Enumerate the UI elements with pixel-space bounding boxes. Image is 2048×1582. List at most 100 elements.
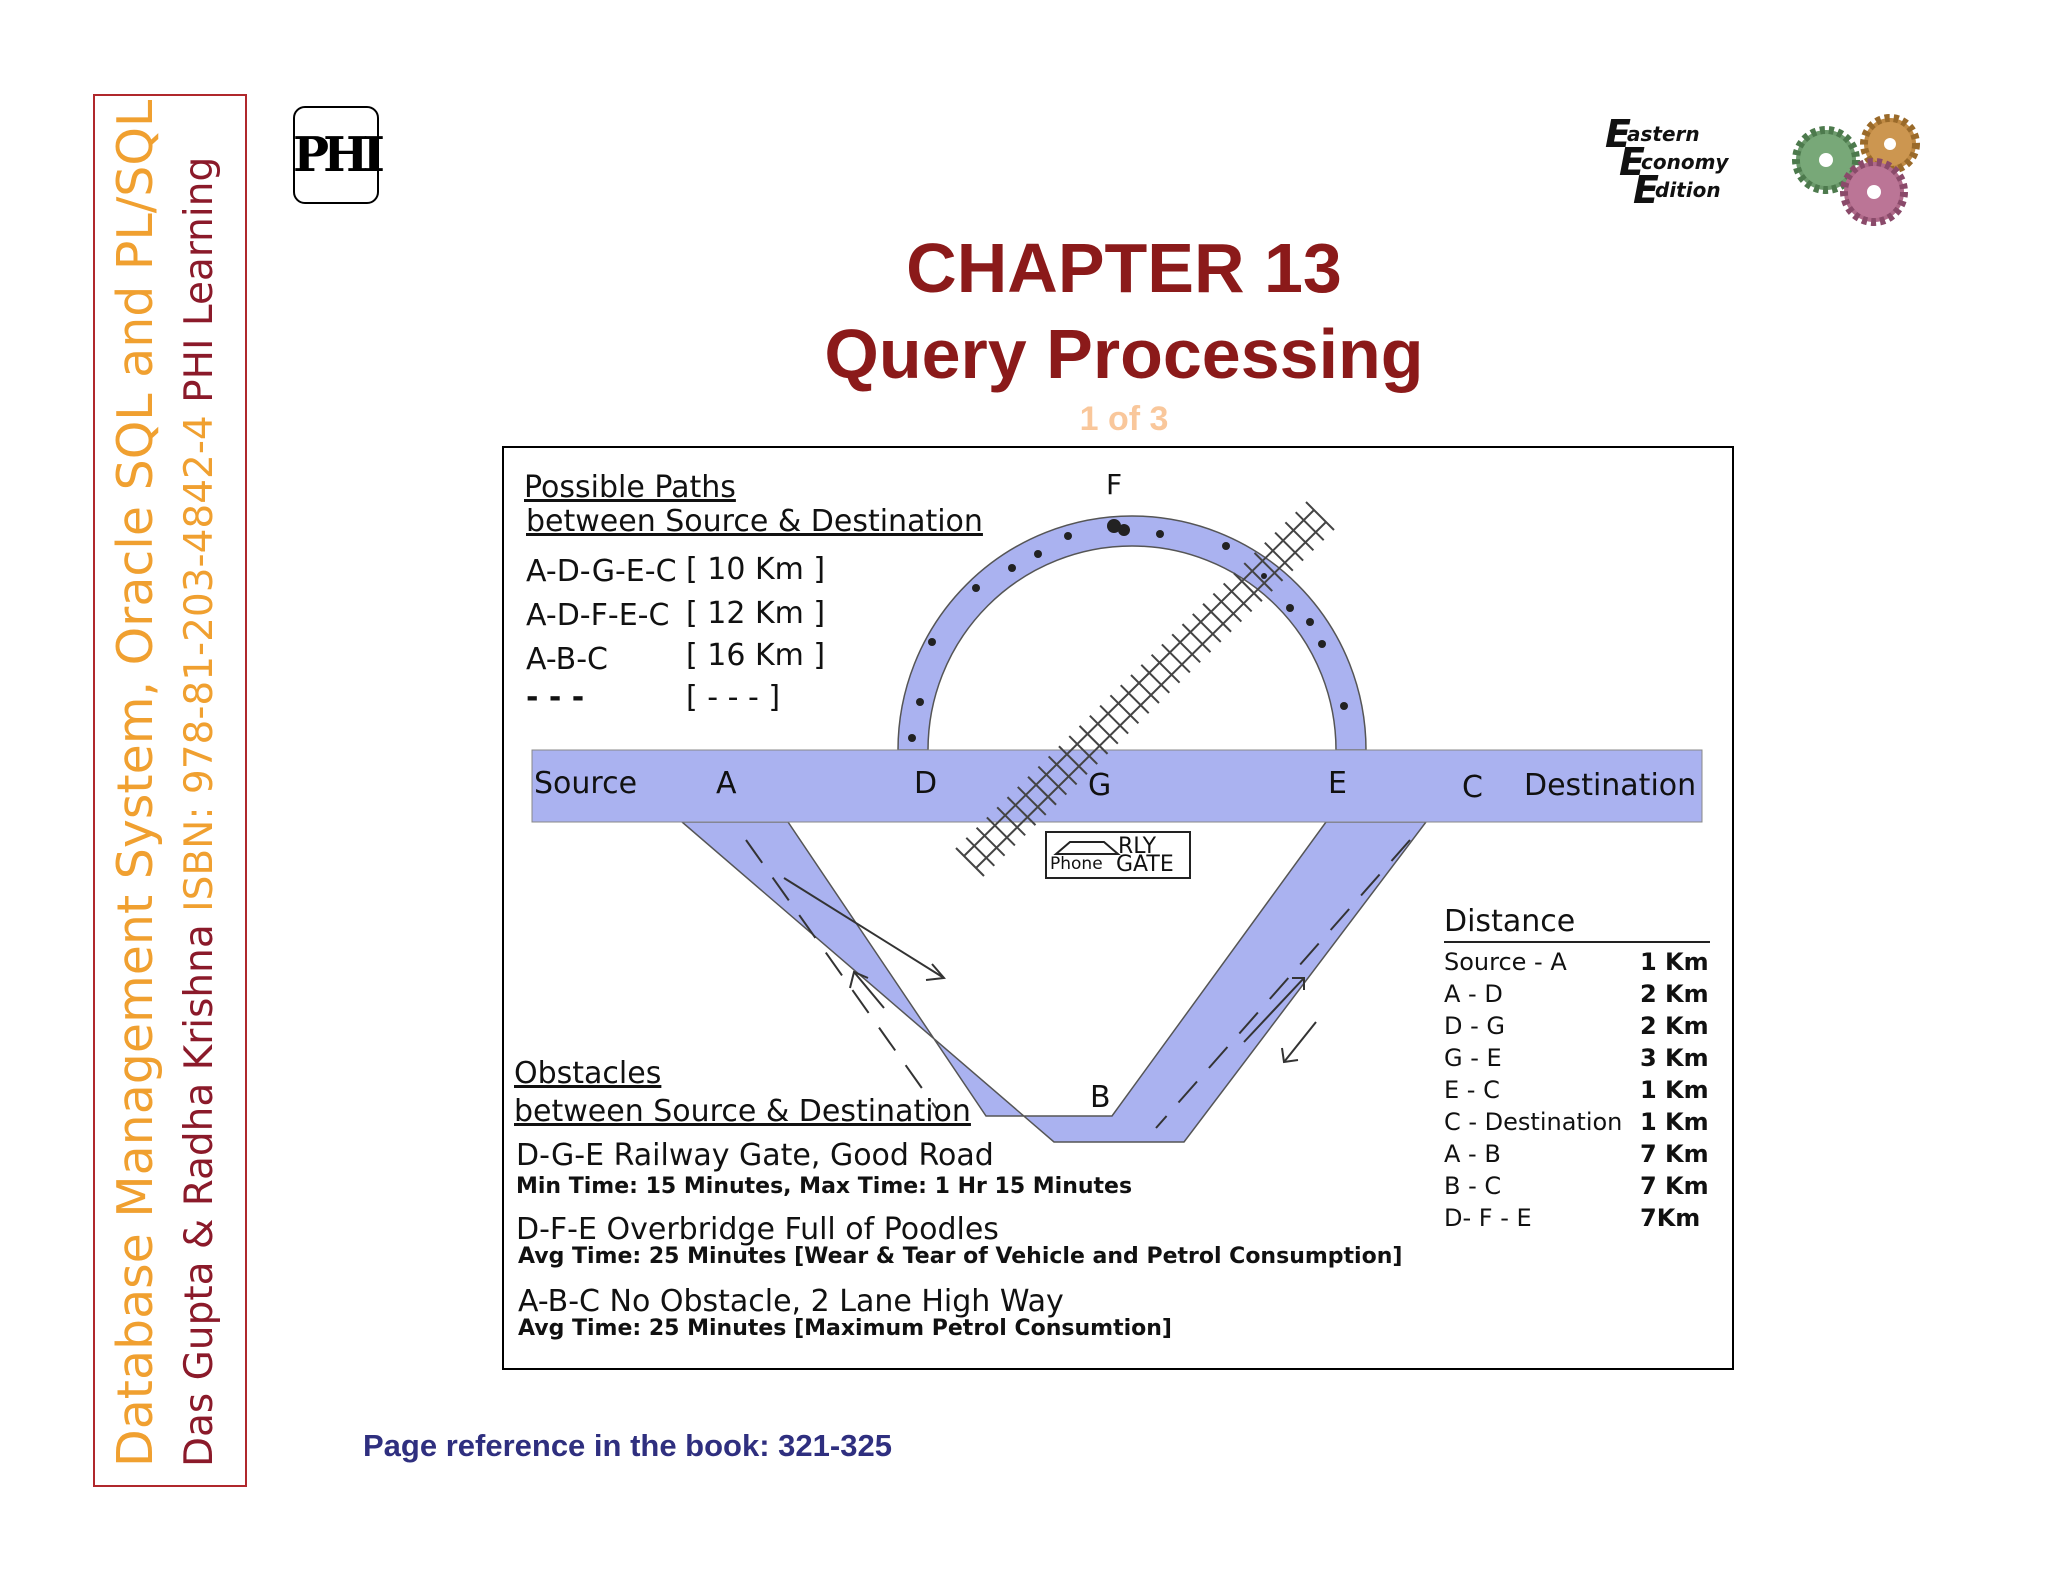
rail-sleeper (1089, 714, 1119, 745)
rail-sleeper (1130, 674, 1160, 704)
node-source: Source (534, 766, 638, 801)
eastern-economy-edition-logo: E astern E conomy E dition (1605, 112, 1785, 218)
eee-line-3: dition (1655, 178, 1721, 202)
eee-line-1: astern (1627, 122, 1700, 146)
path-distance-3: [ 16 Km ] (686, 638, 826, 673)
rail-sleeper (1099, 704, 1129, 735)
slide-counter: 1 of 3 (1079, 400, 1169, 438)
distance-segment: A - D (1444, 980, 1503, 1008)
distance-km: 7Km (1640, 1204, 1701, 1232)
eee-initial-2: E (1619, 140, 1645, 184)
rail-gate-sign (1045, 831, 1191, 879)
node-g: G (1088, 768, 1112, 803)
distance-km: 1 Km (1640, 948, 1709, 976)
distance-segment: A - B (1444, 1140, 1501, 1168)
rail-sleeper (1212, 592, 1243, 623)
rail-sleeper (1192, 613, 1222, 643)
node-a: A (716, 766, 737, 801)
rail-sleeper (1161, 643, 1191, 674)
distance-km: 7 Km (1640, 1140, 1709, 1168)
obstacle-title-1: D-G-E Railway Gate, Good Road (516, 1138, 994, 1173)
rail-sleeper (975, 826, 1006, 857)
rail-sleeper (1006, 796, 1037, 826)
rail-sleeper (1294, 511, 1325, 541)
obstacle-detail-2: Avg Time: 25 Minutes [Wear & Tear of Veh… (518, 1244, 1403, 1269)
route-diagram: Possible Paths between Source & Destinat… (502, 446, 1734, 1370)
rail-sleeper (986, 816, 1016, 847)
rail-sleeper (1027, 776, 1057, 806)
main-road (531, 749, 1703, 823)
gate-rly-label: RLY (1118, 834, 1157, 859)
rail-sleeper (1068, 735, 1098, 765)
node-c: C (1462, 770, 1483, 805)
rail-sleeper (996, 806, 1026, 837)
obstacles-heading-1: Obstacles (514, 1056, 662, 1091)
distance-segment: Source - A (1444, 948, 1567, 976)
obstacle-detail-1: Min Time: 15 Minutes, Max Time: 1 Hr 15 … (516, 1174, 1133, 1199)
rail-sleeper (1037, 765, 1068, 796)
distance-segment: G - E (1444, 1044, 1502, 1072)
side-band: Database Management System, Oracle SQL a… (93, 94, 247, 1487)
rail-sleeper (1274, 531, 1304, 562)
chapter-title: CHAPTER 13 (906, 229, 1342, 307)
distance-segment: D - G (1444, 1012, 1505, 1040)
distance-segment: C - Destination (1444, 1108, 1623, 1136)
rail-sleeper (1150, 653, 1181, 684)
rail-sleeper (1202, 603, 1232, 633)
rail-sleeper (1284, 521, 1315, 552)
node-e: E (1328, 766, 1347, 801)
gears-icon (1792, 114, 1920, 226)
paths-heading-2: between Source & Destination (526, 504, 983, 539)
rail-sleeper (1047, 755, 1078, 786)
path-distance-4: [ - - - ] (686, 680, 781, 715)
rail-sleeper (1109, 694, 1140, 725)
poodle-dots (908, 519, 1348, 742)
rail-sleeper (1058, 745, 1088, 775)
path-route-3: A-B-C (526, 642, 608, 677)
node-b: B (1090, 1080, 1111, 1115)
railway-track (955, 501, 1335, 877)
road-map (531, 501, 1710, 1143)
rail-sleeper (965, 837, 996, 867)
distance-segment: E - C (1444, 1076, 1500, 1104)
node-f: F (1106, 468, 1123, 501)
rail-sleeper (1264, 541, 1294, 572)
rail-sleeper (1253, 552, 1284, 582)
distance-km: 1 Km (1640, 1108, 1709, 1136)
distance-segment: D- F - E (1444, 1204, 1532, 1232)
authors: Das Gupta & Radha Krishna (177, 924, 222, 1467)
eee-line-2: conomy (1641, 150, 1729, 174)
rail-sleeper (955, 847, 985, 877)
rail-sleeper (1140, 664, 1171, 694)
rail-sleeper (1222, 582, 1253, 613)
obstacle-title-2: D-F-E Overbridge Full of Poodles (516, 1212, 999, 1247)
distance-km: 2 Km (1640, 1012, 1709, 1040)
path-route-4: - - - (526, 680, 585, 715)
node-destination: Destination (1524, 768, 1697, 803)
obstacle-title-3: A-B-C No Obstacle, 2 Lane High Way (518, 1284, 1064, 1319)
distance-segment: B - C (1444, 1172, 1502, 1200)
rail-sleeper (1305, 501, 1335, 531)
path-distance-2: [ 12 Km ] (686, 596, 826, 631)
chapter-subtitle: Query Processing (824, 315, 1424, 393)
distance-km: 3 Km (1640, 1044, 1709, 1072)
path-route-1: A-D-G-E-C (526, 554, 677, 589)
path-distance-1: [ 10 Km ] (686, 552, 826, 587)
distance-km: 1 Km (1640, 1076, 1709, 1104)
rail-sleeper (1233, 572, 1263, 602)
direction-arrows (783, 877, 1317, 1064)
rail-sleeper (1171, 633, 1201, 664)
node-d: D (914, 766, 938, 801)
gate-phone-label: Phone (1050, 854, 1103, 874)
rail-sleeper (1181, 623, 1212, 653)
rail-sleeper (1017, 786, 1047, 816)
paths-heading-1: Possible Paths (524, 470, 736, 505)
distance-km: 7 Km (1640, 1172, 1709, 1200)
rail-sleeper (1243, 562, 1273, 592)
rail-sleeper (1119, 684, 1150, 714)
distance-heading: Distance (1444, 904, 1576, 939)
phi-logo: PHI (293, 106, 385, 204)
rail-sleeper (1078, 725, 1109, 755)
page-reference: Page reference in the book: 321-325 (363, 1428, 892, 1463)
lane-markings (745, 839, 1411, 1129)
